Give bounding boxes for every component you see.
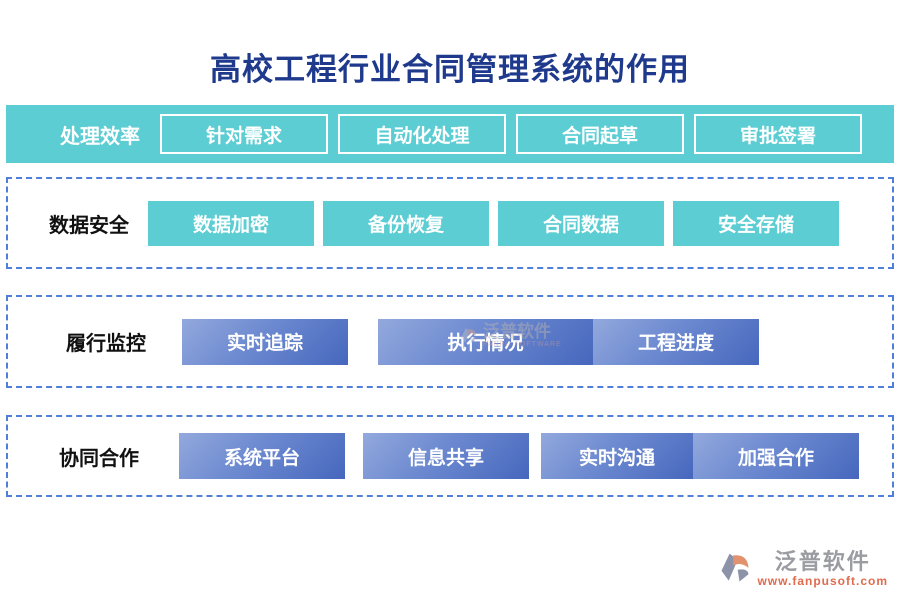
row-label-processing-efficiency: 处理效率 [60,125,140,148]
button-system-platform[interactable]: 系统平台 [179,433,345,479]
footer-brand[interactable]: 泛普软件 www.fanpusoft.com [717,550,888,588]
button-backup-recovery[interactable]: 备份恢复 [323,200,489,246]
row-collaboration: 协同合作 系统平台 信息共享 实时沟通 加强合作 [6,415,894,497]
button-strengthen-cooperation[interactable]: 加强合作 [693,433,859,479]
button-approval-signing[interactable]: 审批签署 [694,114,862,154]
button-data-encryption[interactable]: 数据加密 [148,200,314,246]
button-contract-drafting[interactable]: 合同起草 [516,114,684,154]
row-data-security: 数据安全 数据加密 备份恢复 合同数据 安全存储 [6,177,894,269]
button-project-progress[interactable]: 工程进度 [593,318,759,365]
fanpu-logo-icon [721,553,749,582]
row-label-performance-monitoring: 履行监控 [66,333,146,355]
row-label-data-security: 数据安全 [49,214,129,237]
button-secure-storage[interactable]: 安全存储 [673,200,839,246]
button-contract-data[interactable]: 合同数据 [498,200,664,246]
button-execution-status[interactable]: 执行情况 [378,318,593,365]
button-targeted-needs[interactable]: 针对需求 [160,114,328,154]
brand-name: 泛普软件 [774,549,871,574]
button-realtime-communication[interactable]: 实时沟通 [541,433,693,479]
row-performance-monitoring: 履行监控 实时追踪 执行情况 工程进度 [6,295,894,388]
row-processing-efficiency: 处理效率 针对需求 自动化处理 合同起草 审批签署 [6,105,894,163]
row-label-collaboration: 协同合作 [59,447,139,470]
button-realtime-tracking[interactable]: 实时追踪 [182,318,348,365]
button-information-sharing[interactable]: 信息共享 [363,433,529,479]
page-title: 高校工程行业合同管理系统的作用 [210,52,690,87]
brand-url[interactable]: www.fanpusoft.com [757,574,888,588]
button-automated-processing[interactable]: 自动化处理 [338,114,506,154]
